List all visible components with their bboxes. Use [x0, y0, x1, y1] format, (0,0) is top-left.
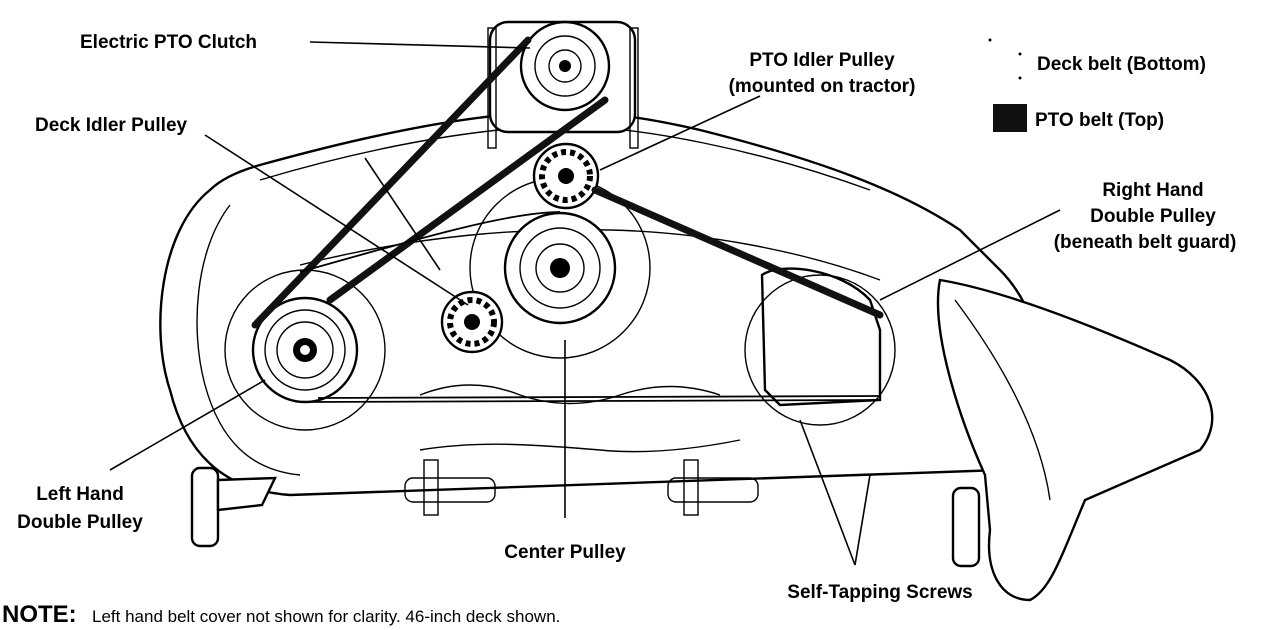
- label-right-hand-2: Double Pulley: [1090, 206, 1216, 227]
- label-pto-idler-pulley-sub: (mounted on tractor): [729, 76, 916, 97]
- label-deck-idler-pulley: Deck Idler Pulley: [35, 115, 188, 136]
- pto-belt-top: [251, 36, 884, 329]
- legend-deck-belt-swatch: [988, 38, 992, 42]
- front-mount-brackets: [404, 459, 759, 516]
- left-hand-double-pulley: [224, 269, 386, 431]
- note-text: Left hand belt cover not shown for clari…: [92, 607, 560, 626]
- label-self-tapping-screws: Self-Tapping Screws: [787, 582, 972, 603]
- left-gauge-wheel: [190, 466, 277, 548]
- label-right-hand-3: (beneath belt guard): [1054, 232, 1237, 253]
- note: NOTE: Left hand belt cover not shown for…: [2, 601, 560, 628]
- legend-pto-belt-label: PTO belt (Top): [1035, 110, 1164, 131]
- label-right-hand-1: Right Hand: [1102, 180, 1203, 201]
- center-pulley: [469, 177, 651, 359]
- leader-lines: [109, 41, 1061, 566]
- discharge-chute: [936, 278, 1214, 602]
- label-pto-idler-pulley: PTO Idler Pulley: [749, 50, 895, 71]
- label-center-pulley: Center Pulley: [504, 542, 626, 563]
- label-electric-pto-clutch: Electric PTO Clutch: [80, 32, 257, 53]
- label-left-hand-2: Double Pulley: [17, 512, 143, 533]
- right-gauge-wheel: [951, 486, 981, 568]
- legend: Deck belt (Bottom) PTO belt (Top): [988, 38, 1206, 132]
- label-left-hand-1: Left Hand: [36, 484, 124, 505]
- note-heading: NOTE:: [2, 601, 77, 628]
- legend-deck-belt-label: Deck belt (Bottom): [1037, 54, 1206, 75]
- legend-pto-belt-swatch: [993, 104, 1027, 132]
- deck-idler-pulley: [440, 290, 504, 354]
- pto-idler-pulley: [532, 142, 600, 210]
- deck-belt-bottom: [299, 211, 881, 403]
